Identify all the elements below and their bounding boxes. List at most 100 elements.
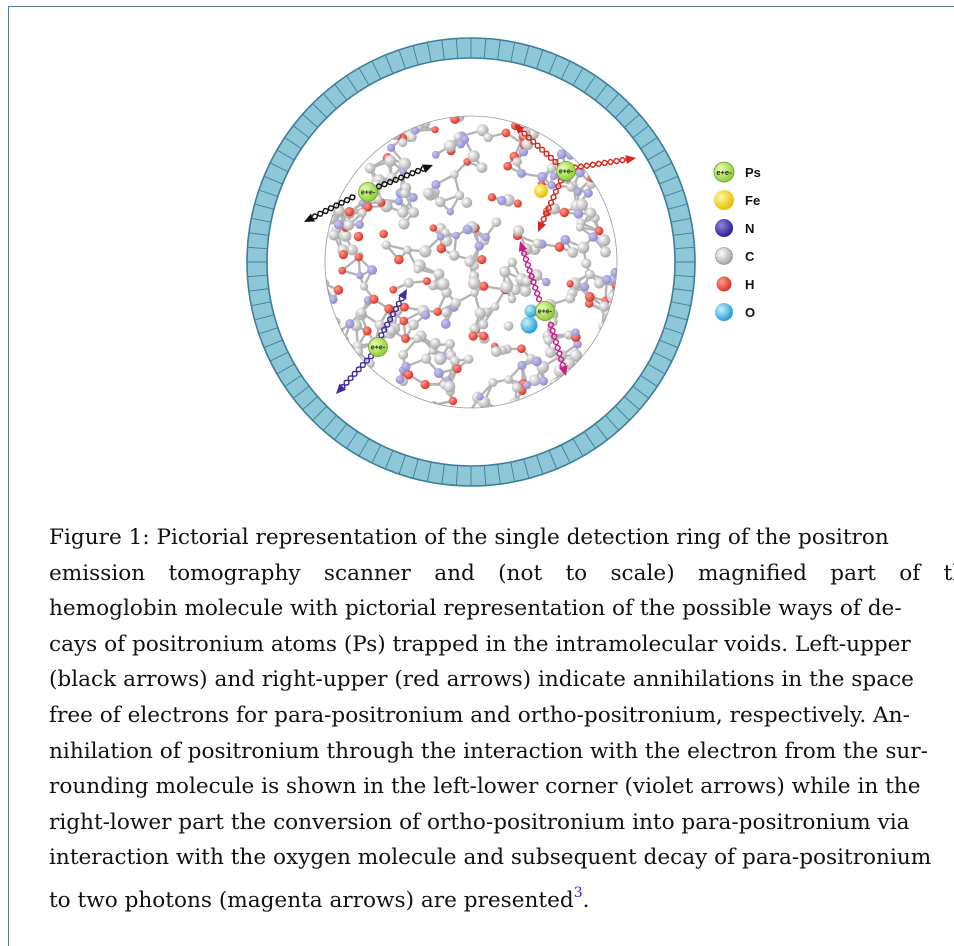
nitrogen-atom [602,275,611,284]
carbon-atom [478,319,488,329]
carbon-atom [390,129,401,140]
nitrogen-atom [574,188,582,196]
carbon-atom [445,339,455,349]
carbon-atom [477,162,488,173]
hydrogen-atom [450,114,460,124]
legend-item-h: H [713,270,761,298]
n-atom-icon [713,217,735,239]
figure-illustration: e+e-e+e-e+e-e+e- [0,0,954,500]
ps-atom-label: e+e- [538,309,553,316]
hemoglobin-molecule [319,111,621,415]
carbon-atom [550,378,561,389]
nitrogen-atom [560,235,570,245]
carbon-atom [365,163,376,174]
carbon-atom [384,155,396,167]
caption-period: . [583,888,590,912]
nitrogen-atom [409,193,418,202]
nitrogen-atom [395,197,403,205]
carbon-atom [577,242,589,254]
carbon-atom [488,378,497,387]
nitrogen-atom [356,272,363,279]
nitrogen-atom [584,189,593,198]
fe-atom-icon [713,189,735,211]
carbon-atom [468,277,481,290]
carbon-atom [398,350,408,360]
carbon-atom [468,150,480,162]
reference-link[interactable]: 3 [574,885,583,901]
carbon-atom [566,183,575,192]
carbon-atom [576,199,588,211]
nitrogen-atom [431,180,440,189]
carbon-atom [404,278,414,288]
nitrogen-atom [334,220,344,230]
carbon-atom [435,197,445,207]
hydrogen-atom [379,230,388,239]
hydrogen-atom [431,126,438,133]
carbon-atom [598,322,607,331]
hydrogen-atom [404,370,413,379]
carbon-atom [328,229,339,240]
legend-label-c: C [745,249,754,264]
hydrogen-atom [468,331,477,340]
carbon-atom [444,140,456,152]
carbon-atom [437,278,449,290]
carbon-atom [470,288,479,297]
nitrogen-atom [523,381,531,389]
carbon-atom [403,246,412,255]
nitrogen-atom [537,172,547,182]
carbon-atom [443,381,455,393]
nitrogen-atom [452,232,460,240]
hydrogen-atom [437,244,447,254]
carbon-atom [397,207,408,218]
nitrogen-atom [432,151,440,159]
ps-atom: e+e- [536,302,555,321]
caption-line: interaction with the oxygen molecule and… [49,840,954,876]
carbon-atom [520,286,531,297]
nitrogen-atom [588,232,597,241]
hydrogen-atom [449,397,457,405]
carbon-atom [599,301,610,312]
carbon-atom [464,354,473,363]
caption-line: emission tomography scanner and (not to … [49,556,954,592]
hydrogen-atom [334,285,344,295]
carbon-atom [441,308,450,317]
red-arrow [572,155,636,170]
carbon-atom [491,302,500,311]
nitrogen-atom [396,375,405,384]
nitrogen-atom [571,328,579,336]
ps-atom: e+e- [369,338,388,357]
nitrogen-atom [476,393,483,400]
legend-item-o: O [713,298,761,326]
hydrogen-atom [363,326,372,335]
o-atom-icon [713,301,735,323]
caption-line: to two photons (magenta arrows) are pres… [49,888,574,912]
nitrogen-atom [517,361,526,370]
hydrogen-atom [585,292,595,302]
svg-text:e+e-: e+e- [716,168,732,177]
carbon-atom [533,239,542,248]
carbon-atom [475,307,486,318]
carbon-atom [381,240,390,249]
hydrogen-atom [502,128,511,137]
carbon-atom [421,354,431,364]
hydrogen-atom [345,207,355,217]
hydrogen-atom [400,317,409,326]
legend-item-n: N [713,214,761,242]
carbon-atom [598,234,610,246]
nitrogen-atom [539,377,548,386]
nitrogen-atom [367,265,377,275]
hydrogen-atom [495,405,503,413]
bond [499,406,512,409]
carbon-atom [408,319,419,330]
carbon-atom [450,170,458,178]
caption-line: rounding molecule is shown in the left-l… [49,769,954,805]
caption-line: cays of positronium atoms (Ps) trapped i… [49,627,954,663]
carbon-atom [483,133,493,143]
carbon-atom [581,258,591,268]
nitrogen-atom [547,181,555,189]
nitrogen-atom [532,356,542,366]
carbon-atom [413,265,421,273]
carbon-atom [462,197,473,208]
hydrogen-atom [339,250,348,259]
carbon-atom [492,217,502,227]
